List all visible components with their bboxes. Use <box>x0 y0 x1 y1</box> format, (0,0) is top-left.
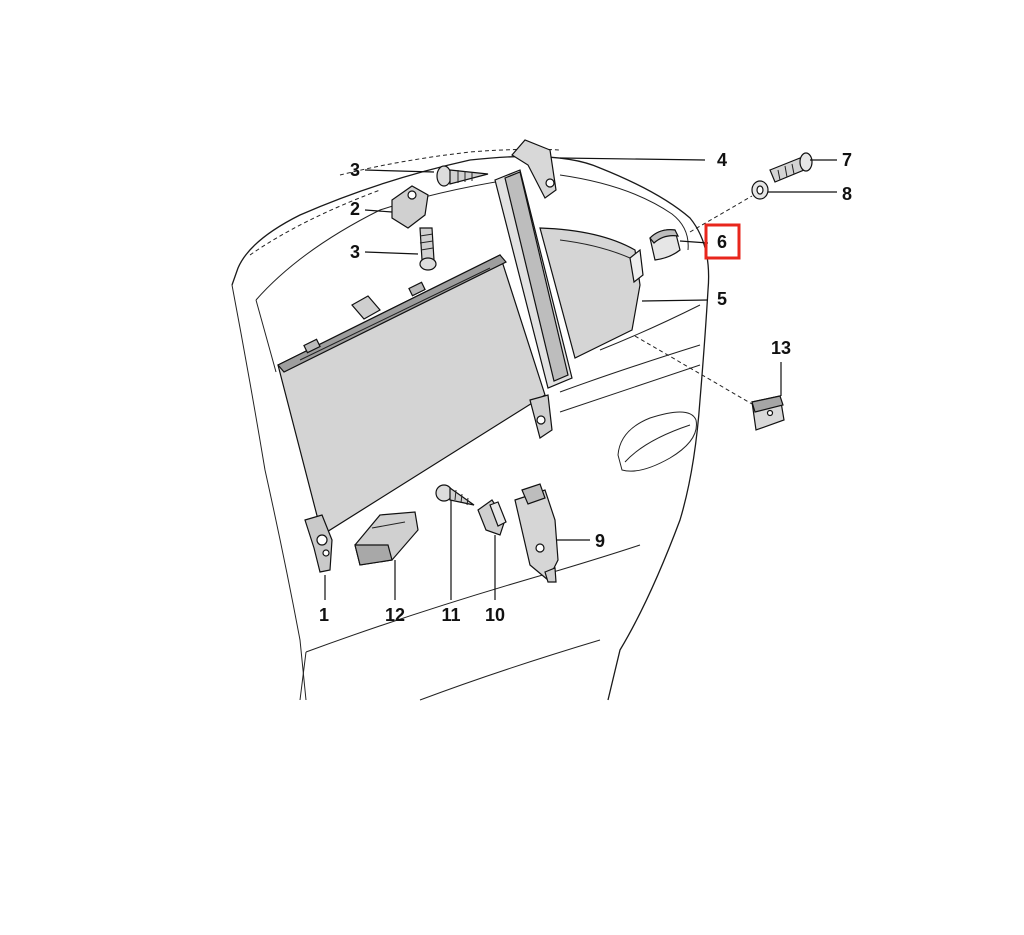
sunblind <box>277 254 546 573</box>
callout-7: 7 <box>842 150 852 170</box>
clip-10 <box>477 499 507 536</box>
callout-8: 8 <box>842 184 852 204</box>
callout-10: 10 <box>485 605 505 625</box>
end-cap <box>649 229 681 261</box>
callout-4: 4 <box>717 150 727 170</box>
callouts: 1 2 3 3 4 5 6 7 8 9 10 11 12 13 <box>319 150 852 625</box>
callout-5: 5 <box>717 289 727 309</box>
clip-2 <box>391 185 429 229</box>
callout-12: 12 <box>385 605 405 625</box>
washer-8 <box>751 180 769 200</box>
screw-3-lower <box>419 227 437 271</box>
guide-rail <box>494 139 573 439</box>
callout-1: 1 <box>319 605 329 625</box>
handle-12 <box>354 511 419 566</box>
cover-housing <box>539 227 644 359</box>
door-outline <box>231 148 710 701</box>
screw-3-top <box>436 165 489 187</box>
screw-7 <box>769 152 813 183</box>
clip-13 <box>751 395 785 431</box>
callout-3-top: 3 <box>350 160 360 180</box>
leader-lines <box>324 157 837 600</box>
callout-13: 13 <box>771 338 791 358</box>
highlight-box <box>704 223 741 260</box>
callout-3-lower: 3 <box>350 242 360 262</box>
callout-6: 6 <box>717 232 727 252</box>
callout-11: 11 <box>441 605 460 625</box>
callout-2: 2 <box>350 199 360 219</box>
screw-11 <box>435 484 475 506</box>
callout-9: 9 <box>595 531 605 551</box>
bracket-9 <box>514 483 559 583</box>
